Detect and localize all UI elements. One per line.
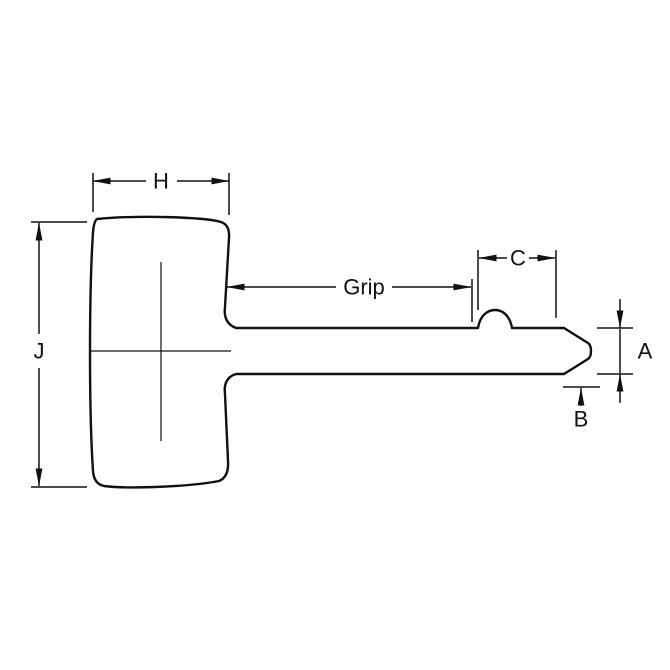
pin-silhouette bbox=[88, 215, 593, 489]
label-handle-height: J bbox=[34, 339, 45, 364]
handle-centerlines bbox=[90, 262, 231, 441]
dim-shank-diameter: A bbox=[597, 299, 653, 403]
dim-ball-to-tip: C bbox=[477, 246, 557, 318]
label-grip: Grip bbox=[343, 275, 385, 300]
dim-tip: B bbox=[563, 386, 600, 432]
dim-handle-width: H bbox=[92, 169, 230, 215]
label-tip: B bbox=[574, 407, 589, 432]
label-shank-diameter: A bbox=[638, 339, 653, 364]
label-ball-to-tip: C bbox=[510, 246, 526, 271]
label-handle-width: H bbox=[153, 169, 169, 194]
dim-grip: Grip bbox=[226, 275, 473, 322]
dim-handle-height: J bbox=[31, 221, 87, 488]
pin-outline-group bbox=[88, 215, 593, 489]
